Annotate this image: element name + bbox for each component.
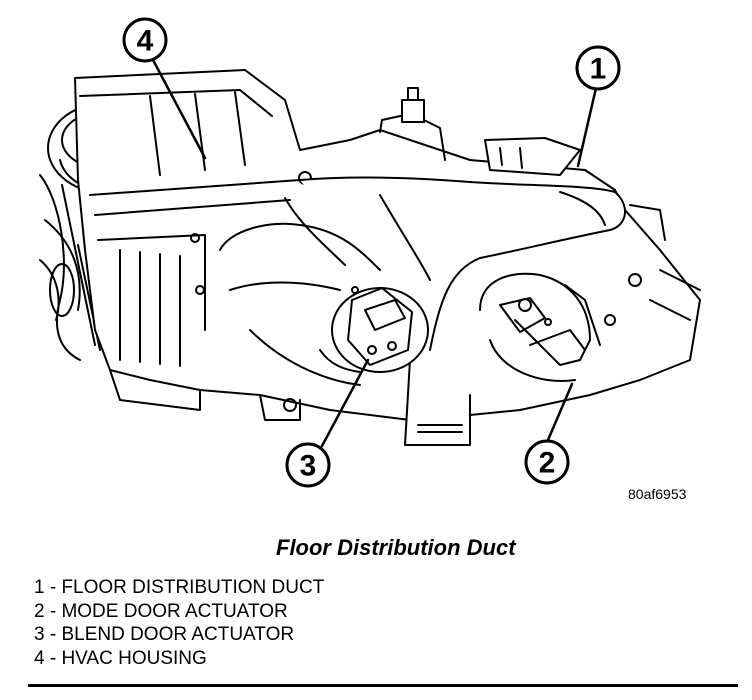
callout-label-4: 4 (137, 25, 154, 58)
hvac-assembly-illustration: 4 1 3 2 (39, 17, 701, 488)
callout-circle-2 (524, 439, 570, 485)
callout-label-1: 1 (590, 53, 607, 86)
leader-lines (150, 56, 598, 448)
callout-circle-3 (285, 442, 331, 488)
legend-list: 1 - FLOOR DISTRIBUTION DUCT 2 - MODE DOO… (34, 576, 324, 670)
legend-item: 3 - BLEND DOOR ACTUATOR (34, 624, 295, 645)
callout-circles (122, 17, 621, 488)
blend-door-actuator-drawing (219, 222, 429, 386)
mode-door-actuator-drawing (479, 272, 601, 382)
callout-label-2: 2 (539, 447, 556, 480)
figure-caption: Floor Distribution Duct (276, 535, 516, 560)
callout-circle-1 (575, 45, 621, 91)
left-surroundings-drawing (39, 174, 101, 361)
figure-id: 80af6953 (628, 486, 687, 502)
legend-item: 2 - MODE DOOR ACTUATOR (34, 600, 288, 622)
bottom-divider (28, 684, 738, 687)
legend-item: 4 - HVAC HOUSING (34, 647, 207, 669)
callout-label-3: 3 (300, 450, 317, 483)
legend-item: 1 - FLOOR DISTRIBUTION DUCT (34, 577, 325, 598)
floor-distribution-duct-drawing (284, 176, 626, 446)
callout-circle-4 (122, 17, 168, 63)
